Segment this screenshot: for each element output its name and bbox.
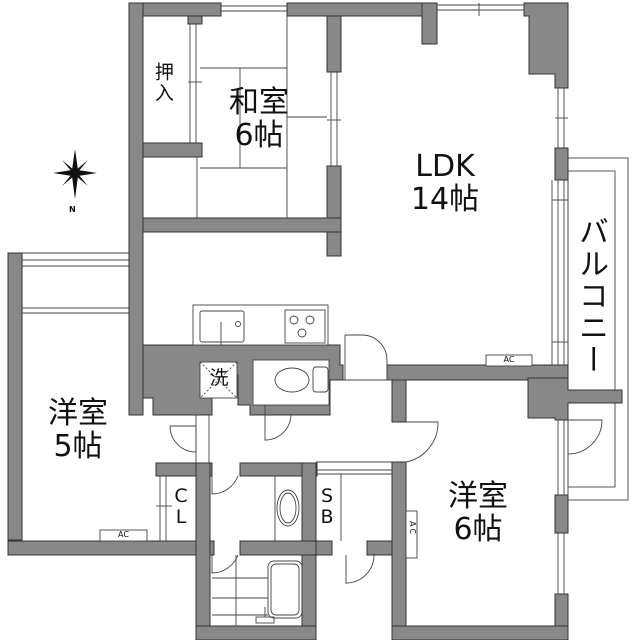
room-size-western-6: 6帖 — [453, 512, 503, 547]
closet-label-l: L — [175, 505, 187, 528]
windows — [156, 3, 568, 594]
washer-pan — [199, 361, 238, 399]
room-label-washitsu: 和室 6帖 — [219, 86, 299, 152]
room-size-western-5: 5帖 — [53, 429, 103, 464]
room-name-ldk: LDK — [415, 149, 475, 184]
ac-unit-room5 — [99, 529, 148, 542]
ac-label-room6: AC — [407, 521, 417, 536]
compass-icon — [53, 149, 97, 199]
hall-lines — [195, 379, 392, 463]
west-balcony-railing — [22, 252, 129, 314]
room-label-western-5: 洋室 5帖 — [38, 397, 118, 463]
walls — [7, 2, 623, 640]
room-size-ldk: 14帖 — [410, 182, 480, 217]
ac-label-room5: AC — [118, 530, 129, 539]
room-label-shoe-box: S B — [318, 486, 336, 528]
room-name-western-5: 洋室 — [48, 396, 108, 431]
shoe-box-label-s: S — [320, 485, 334, 507]
ac-unit-ldk — [485, 354, 533, 367]
toilet[interactable] — [252, 359, 330, 406]
room-label-western-6: 洋室 6帖 — [438, 480, 518, 546]
compass-north-label: N — [69, 205, 76, 214]
room-label-ldk: LDK 14帖 — [395, 150, 495, 216]
washbasin — [274, 476, 300, 541]
closet-label-c: C — [174, 485, 188, 507]
ac-label-ldk: AC — [503, 355, 515, 364]
room-label-closet: C L — [172, 486, 190, 528]
tatami-lines — [196, 16, 327, 218]
room-size-washitsu: 6帖 — [234, 118, 284, 153]
washer-label: 洗 — [209, 367, 229, 389]
doors[interactable] — [169, 334, 603, 584]
shoe-box-label-b: B — [320, 505, 334, 528]
room-label-balcony: バルコニー — [573, 216, 608, 376]
kitchen-counter[interactable] — [192, 304, 329, 346]
balcony-outline — [567, 157, 629, 501]
room-name-western-6: 洋室 — [448, 479, 508, 514]
ac-unit-room6 — [405, 510, 418, 559]
shoe-box-outline — [316, 469, 392, 541]
room-label-oshiire: 押入 — [151, 62, 174, 104]
room-name-washitsu: 和室 — [229, 85, 289, 120]
bathtub — [212, 555, 303, 626]
